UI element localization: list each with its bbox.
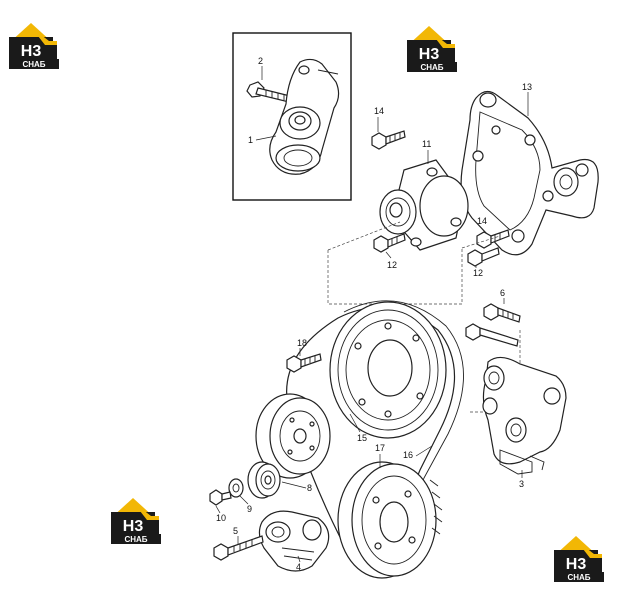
callout-16: 16 xyxy=(403,450,413,460)
callout-9: 9 xyxy=(247,504,252,514)
callout-6: 6 xyxy=(500,288,505,298)
brand-logo-bottom-left: Н3 СНАБ xyxy=(111,498,161,544)
tensioner-4: 4 xyxy=(258,510,330,572)
mounting-bracket-13: 13 xyxy=(460,82,599,256)
callout-18: 18 xyxy=(297,338,307,348)
brand-logo-bottom-right: Н3 СНАБ xyxy=(554,536,604,582)
callout-8: 8 xyxy=(307,483,312,493)
logo-word: СНАБ xyxy=(420,63,443,72)
logo-mark: Н3 xyxy=(123,518,144,535)
lower-pulley-17: 17 16 xyxy=(337,443,443,579)
callout-17: 17 xyxy=(375,443,385,453)
logo-mark: Н3 xyxy=(21,43,42,60)
bolt-10: 10 xyxy=(209,489,232,523)
logo-mark: Н3 xyxy=(419,46,440,63)
logo-word: СНАБ xyxy=(22,60,45,69)
idler-hub-11: 11 xyxy=(379,139,469,251)
logo-word: СНАБ xyxy=(567,573,590,582)
inset-tensioner-frame: 2 1 xyxy=(232,32,352,201)
callout-14: 14 xyxy=(374,106,384,116)
brand-logo-top-left: Н3 СНАБ xyxy=(9,23,59,69)
callout-4: 4 xyxy=(296,562,301,572)
washer-9: 9 xyxy=(228,478,252,514)
callout-1: 1 xyxy=(248,135,253,145)
bolt-2 xyxy=(246,81,291,103)
logo-mark: Н3 xyxy=(566,556,587,573)
bolt-5: 5 xyxy=(213,526,264,561)
bolt-14-upper: 14 xyxy=(371,106,406,150)
callout-5: 5 xyxy=(233,526,238,536)
bolt-18: 18 xyxy=(286,338,322,373)
callout-3: 3 xyxy=(519,479,524,489)
tensioner-assembly xyxy=(269,58,340,175)
idler-pulley-8: 8 xyxy=(247,461,312,499)
alternator-3: 3 xyxy=(482,356,567,489)
brand-logo-top-center: Н3 СНАБ xyxy=(407,26,457,72)
callout-11: 11 xyxy=(422,139,431,149)
callout-2: 2 xyxy=(258,56,263,66)
logo-word: СНАБ xyxy=(124,535,147,544)
callout-13: 13 xyxy=(522,82,532,92)
bolt-6: 6 xyxy=(465,288,521,347)
callout-14: 14 xyxy=(477,216,487,226)
bolt-12-left: 12 xyxy=(373,233,406,270)
callout-10: 10 xyxy=(216,513,226,523)
callout-12: 12 xyxy=(387,260,397,270)
bolt-14-right: 14 xyxy=(476,216,510,249)
crank-pulley-15: 15 xyxy=(329,301,447,443)
callout-15: 15 xyxy=(357,433,367,443)
bolt-12-right: 12 xyxy=(467,247,500,278)
callout-12: 12 xyxy=(473,268,483,278)
pulley-7 xyxy=(255,393,331,479)
